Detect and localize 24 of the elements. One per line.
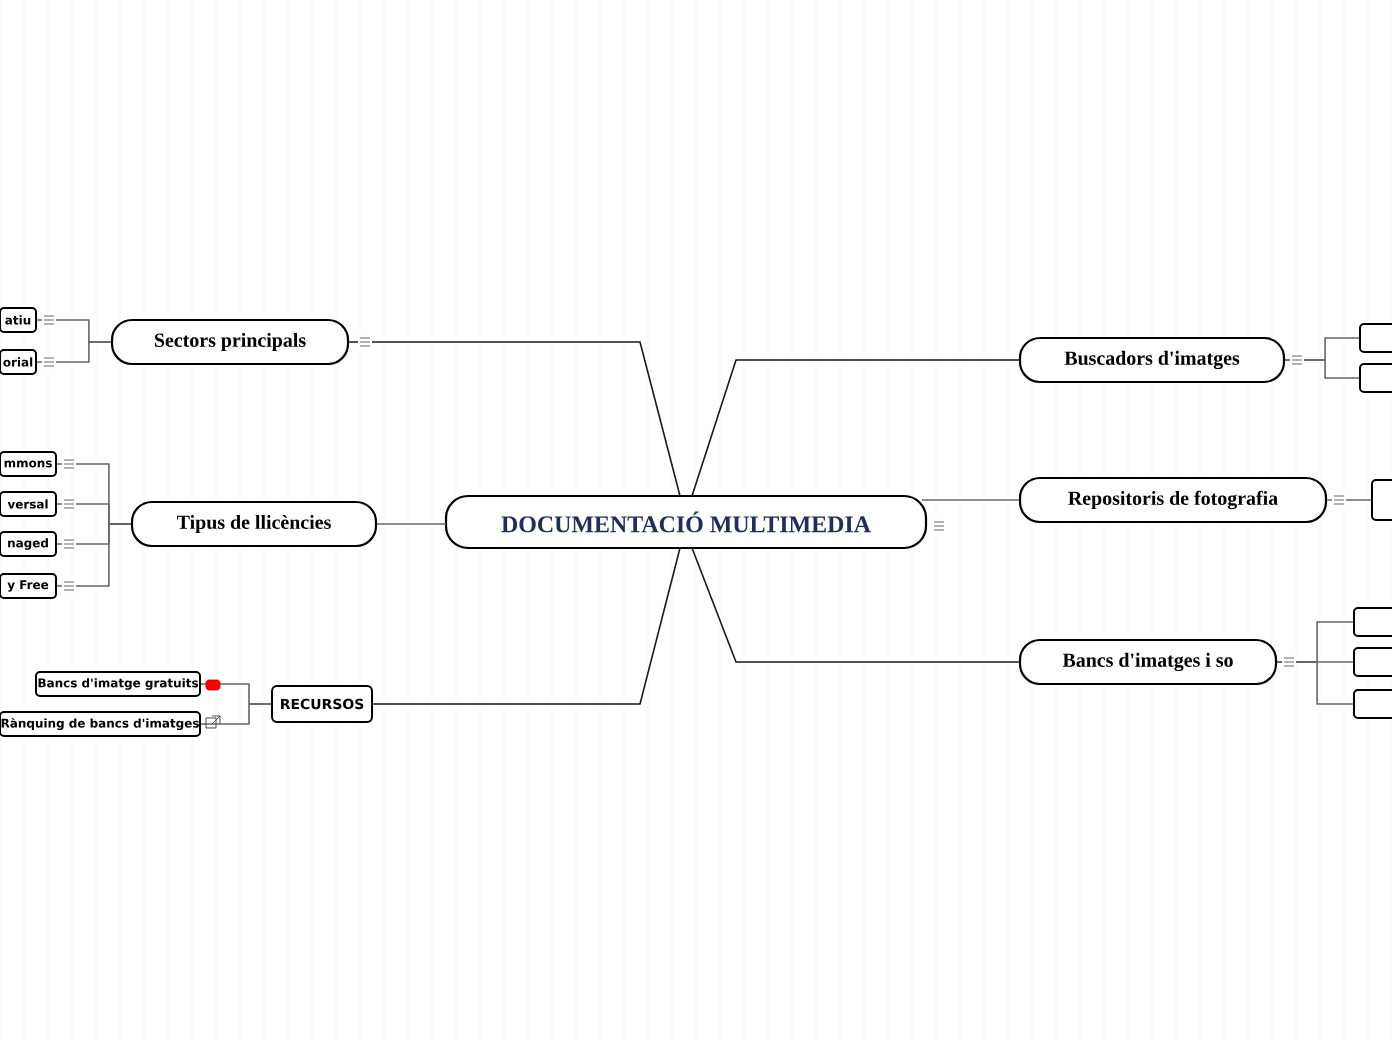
topic-box: Repositoris de fotografia <box>1018 476 1328 524</box>
connector-line <box>348 341 681 497</box>
blank-box <box>1371 479 1392 521</box>
blank-box <box>1353 607 1392 637</box>
connector-line <box>376 523 447 525</box>
topic-box: Bancs d'imatges i so <box>1018 638 1278 686</box>
blank-box <box>1353 647 1392 677</box>
topic-box: Sectors principals <box>110 318 350 366</box>
connector-line <box>372 547 681 705</box>
connector-line <box>1284 359 1360 379</box>
connector-line <box>36 341 112 363</box>
topic-box: Buscadors d'imatges <box>1018 336 1286 384</box>
connector-line <box>56 523 132 587</box>
blank-box <box>1359 323 1392 353</box>
connector-line <box>1326 499 1372 501</box>
connector-line <box>200 703 272 725</box>
connector-line <box>921 499 1020 501</box>
blank-box <box>1359 363 1392 393</box>
blank-box <box>1353 689 1392 719</box>
connector-line <box>1276 661 1354 705</box>
connector-line <box>691 547 1020 663</box>
topic-box: Tipus de llicències <box>130 500 378 548</box>
connector-line <box>691 359 1020 497</box>
central-topic-box: DOCUMENTACIÓ MULTIMEDIA <box>444 494 928 550</box>
